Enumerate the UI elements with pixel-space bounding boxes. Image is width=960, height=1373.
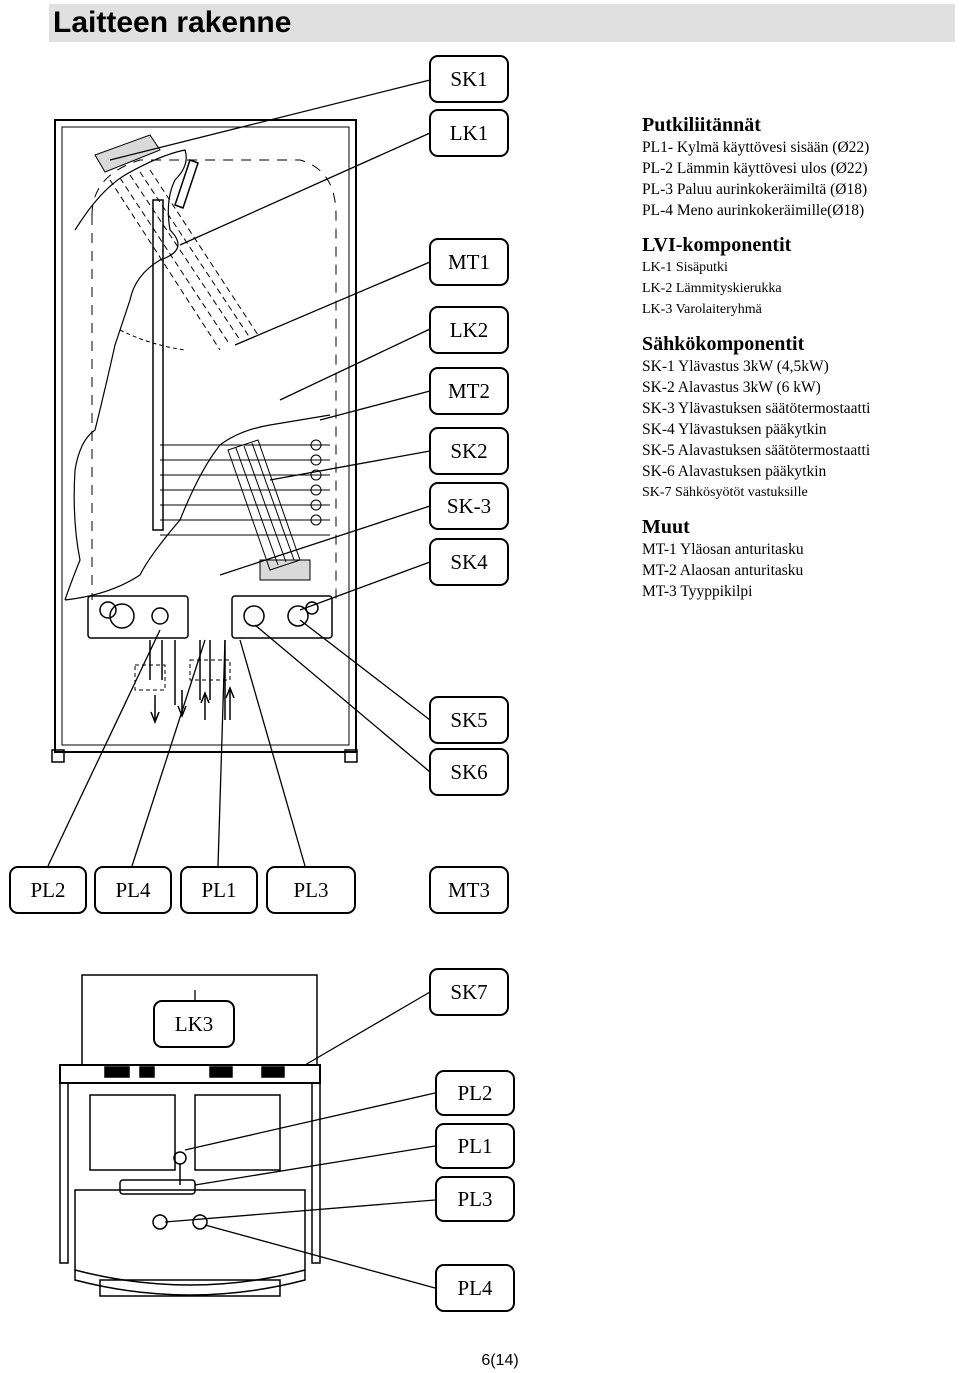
callout-label: PL4: [457, 1275, 493, 1300]
legend-item: MT-1 Yläosan anturitasku: [642, 541, 804, 558]
legend-item: MT-2 Alaosan anturitasku: [642, 562, 804, 579]
callout-mt2: MT2: [429, 367, 509, 415]
callout-label: LK1: [449, 120, 489, 145]
legend-other: Muut MT-1 Yläosan anturitasku MT-2 Alaos…: [642, 515, 954, 602]
callout-pl4-lower: PL4: [435, 1264, 515, 1312]
callout-pl3: PL3: [266, 866, 356, 914]
legend-item: LK-1 Sisäputki: [642, 260, 728, 275]
callout-label: PL3: [293, 877, 329, 902]
legend-item: LK-2 Lämmityskierukka: [642, 281, 782, 296]
legend-pipes: Putkiliitännät PL1- Kylmä käyttövesi sis…: [642, 113, 954, 221]
callout-label: PL2: [457, 1080, 493, 1105]
legend-heading: LVI-komponentit: [642, 234, 792, 256]
legend-item: SK-2 Alavastus 3kW (6 kW): [642, 379, 821, 396]
callout-sk2: SK2: [429, 427, 509, 475]
callout-pl1-lower: PL1: [435, 1123, 515, 1169]
callout-lk1: LK1: [429, 109, 509, 157]
legend: Putkiliitännät PL1- Kylmä käyttövesi sis…: [642, 113, 954, 614]
callout-label: LK2: [449, 317, 489, 342]
legend-heading: Muut: [642, 516, 690, 538]
legend-item: PL-3 Paluu aurinkokeräimiltä (Ø18): [642, 181, 868, 198]
callout-mt3: MT3: [429, 866, 509, 914]
callout-label: PL4: [115, 877, 151, 902]
legend-electric: Sähkökomponentit SK-1 Ylävastus 3kW (4,5…: [642, 332, 954, 503]
legend-item: PL-4 Meno aurinkokeräimille(Ø18): [642, 202, 865, 219]
legend-item: LK-3 Varolaiteryhmä: [642, 302, 762, 317]
callout-label: LK3: [174, 1011, 214, 1036]
callout-sk6: SK6: [429, 748, 509, 796]
callout-label: SK5: [450, 707, 488, 732]
legend-item: SK-7 Sähkösyötöt vastuksille: [642, 485, 808, 500]
callout-label: SK4: [450, 549, 488, 574]
legend-item: SK-4 Ylävastuksen pääkytkin: [642, 421, 827, 438]
callout-sk5: SK5: [429, 696, 509, 744]
legend-item: SK-5 Alavastuksen säätötermostaatti: [642, 442, 871, 459]
callout-sk1: SK1: [429, 55, 509, 103]
heating-coil: [160, 439, 330, 536]
legend-item: PL1- Kylmä käyttövesi sisään (Ø22): [642, 139, 870, 156]
callout-label: MT2: [448, 378, 490, 403]
legend-heading: Sähkökomponentit: [642, 333, 805, 355]
title-bar: Laitteen rakenne: [49, 4, 955, 42]
legend-item: SK-1 Ylävastus 3kW (4,5kW): [642, 358, 829, 375]
boiler-top-view: [59, 974, 321, 1297]
legend-item: SK-3 Ylävastuksen säätötermostaatti: [642, 400, 871, 417]
callout-label: SK6: [450, 759, 488, 784]
legend-item: PL-2 Lämmin käyttövesi ulos (Ø22): [642, 160, 868, 177]
callout-label: SK1: [450, 66, 488, 91]
callout-pl2-lower: PL2: [435, 1070, 515, 1116]
callout-sk4: SK4: [429, 538, 509, 586]
page-number: 6(14): [481, 1352, 519, 1369]
callout-lk3: LK3: [153, 1000, 235, 1048]
callout-label: MT1: [448, 249, 490, 274]
callout-label: SK7: [450, 979, 488, 1004]
leader-lines: [47, 79, 431, 867]
callout-pl1: PL1: [180, 866, 258, 914]
legend-item: MT-3 Tyyppikilpi: [642, 583, 753, 600]
callout-label: PL1: [457, 1133, 493, 1158]
page-title: Laitteen rakenne: [53, 6, 292, 39]
callout-sk3: SK-3: [429, 482, 509, 530]
callout-lk2: LK2: [429, 306, 509, 354]
callout-label: PL1: [201, 877, 237, 902]
callout-pl4: PL4: [94, 866, 172, 914]
upper-heating-element: [94, 134, 259, 351]
callout-sk7: SK7: [429, 968, 509, 1016]
legend-lvi: LVI-komponentit LK-1 Sisäputki LK-2 Lämm…: [642, 233, 954, 320]
callout-label: PL2: [30, 877, 66, 902]
legend-item: SK-6 Alavastuksen pääkytkin: [642, 463, 827, 480]
boiler-side-view: [51, 119, 358, 763]
callout-mt1: MT1: [429, 238, 509, 286]
callout-label: SK-3: [446, 493, 492, 518]
callout-label: PL3: [457, 1186, 493, 1211]
callout-pl2: PL2: [9, 866, 87, 914]
lower-heating-element: [227, 439, 311, 581]
callout-label: SK2: [450, 438, 488, 463]
callout-pl3-lower: PL3: [435, 1176, 515, 1222]
leader-lines-lower: [164, 990, 436, 1289]
legend-heading: Putkiliitännät: [642, 114, 761, 136]
callout-label: MT3: [448, 877, 490, 902]
